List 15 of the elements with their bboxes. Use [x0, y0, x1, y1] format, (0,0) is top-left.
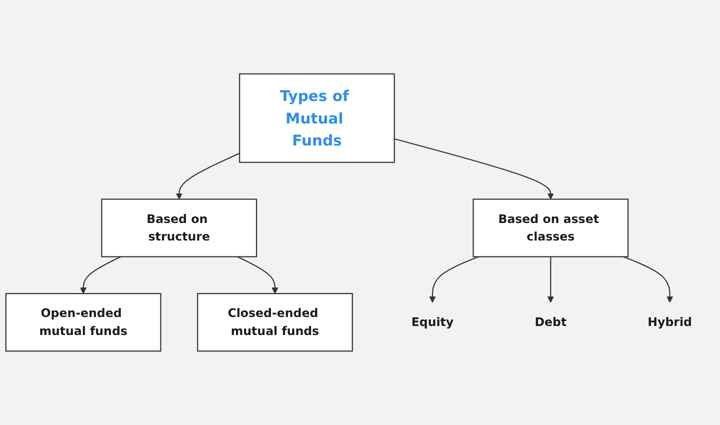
node-text: Hybrid	[648, 314, 692, 329]
arrow	[547, 256, 554, 303]
arrow	[623, 256, 674, 303]
node-box: Based on structure	[101, 198, 258, 258]
node-text: Equity	[411, 314, 454, 329]
arrow	[429, 256, 479, 303]
arrow	[176, 152, 240, 200]
node-text: Debt	[534, 314, 567, 329]
node-box: Closed-ended mutual funds	[197, 293, 353, 352]
arrow	[80, 256, 121, 294]
node-box: Types of Mutual Funds	[239, 73, 395, 163]
node-box: Open-ended mutual funds	[5, 293, 162, 352]
arrow	[394, 138, 554, 200]
arrow	[237, 256, 278, 294]
node-box: Based on asset classes	[472, 198, 629, 258]
